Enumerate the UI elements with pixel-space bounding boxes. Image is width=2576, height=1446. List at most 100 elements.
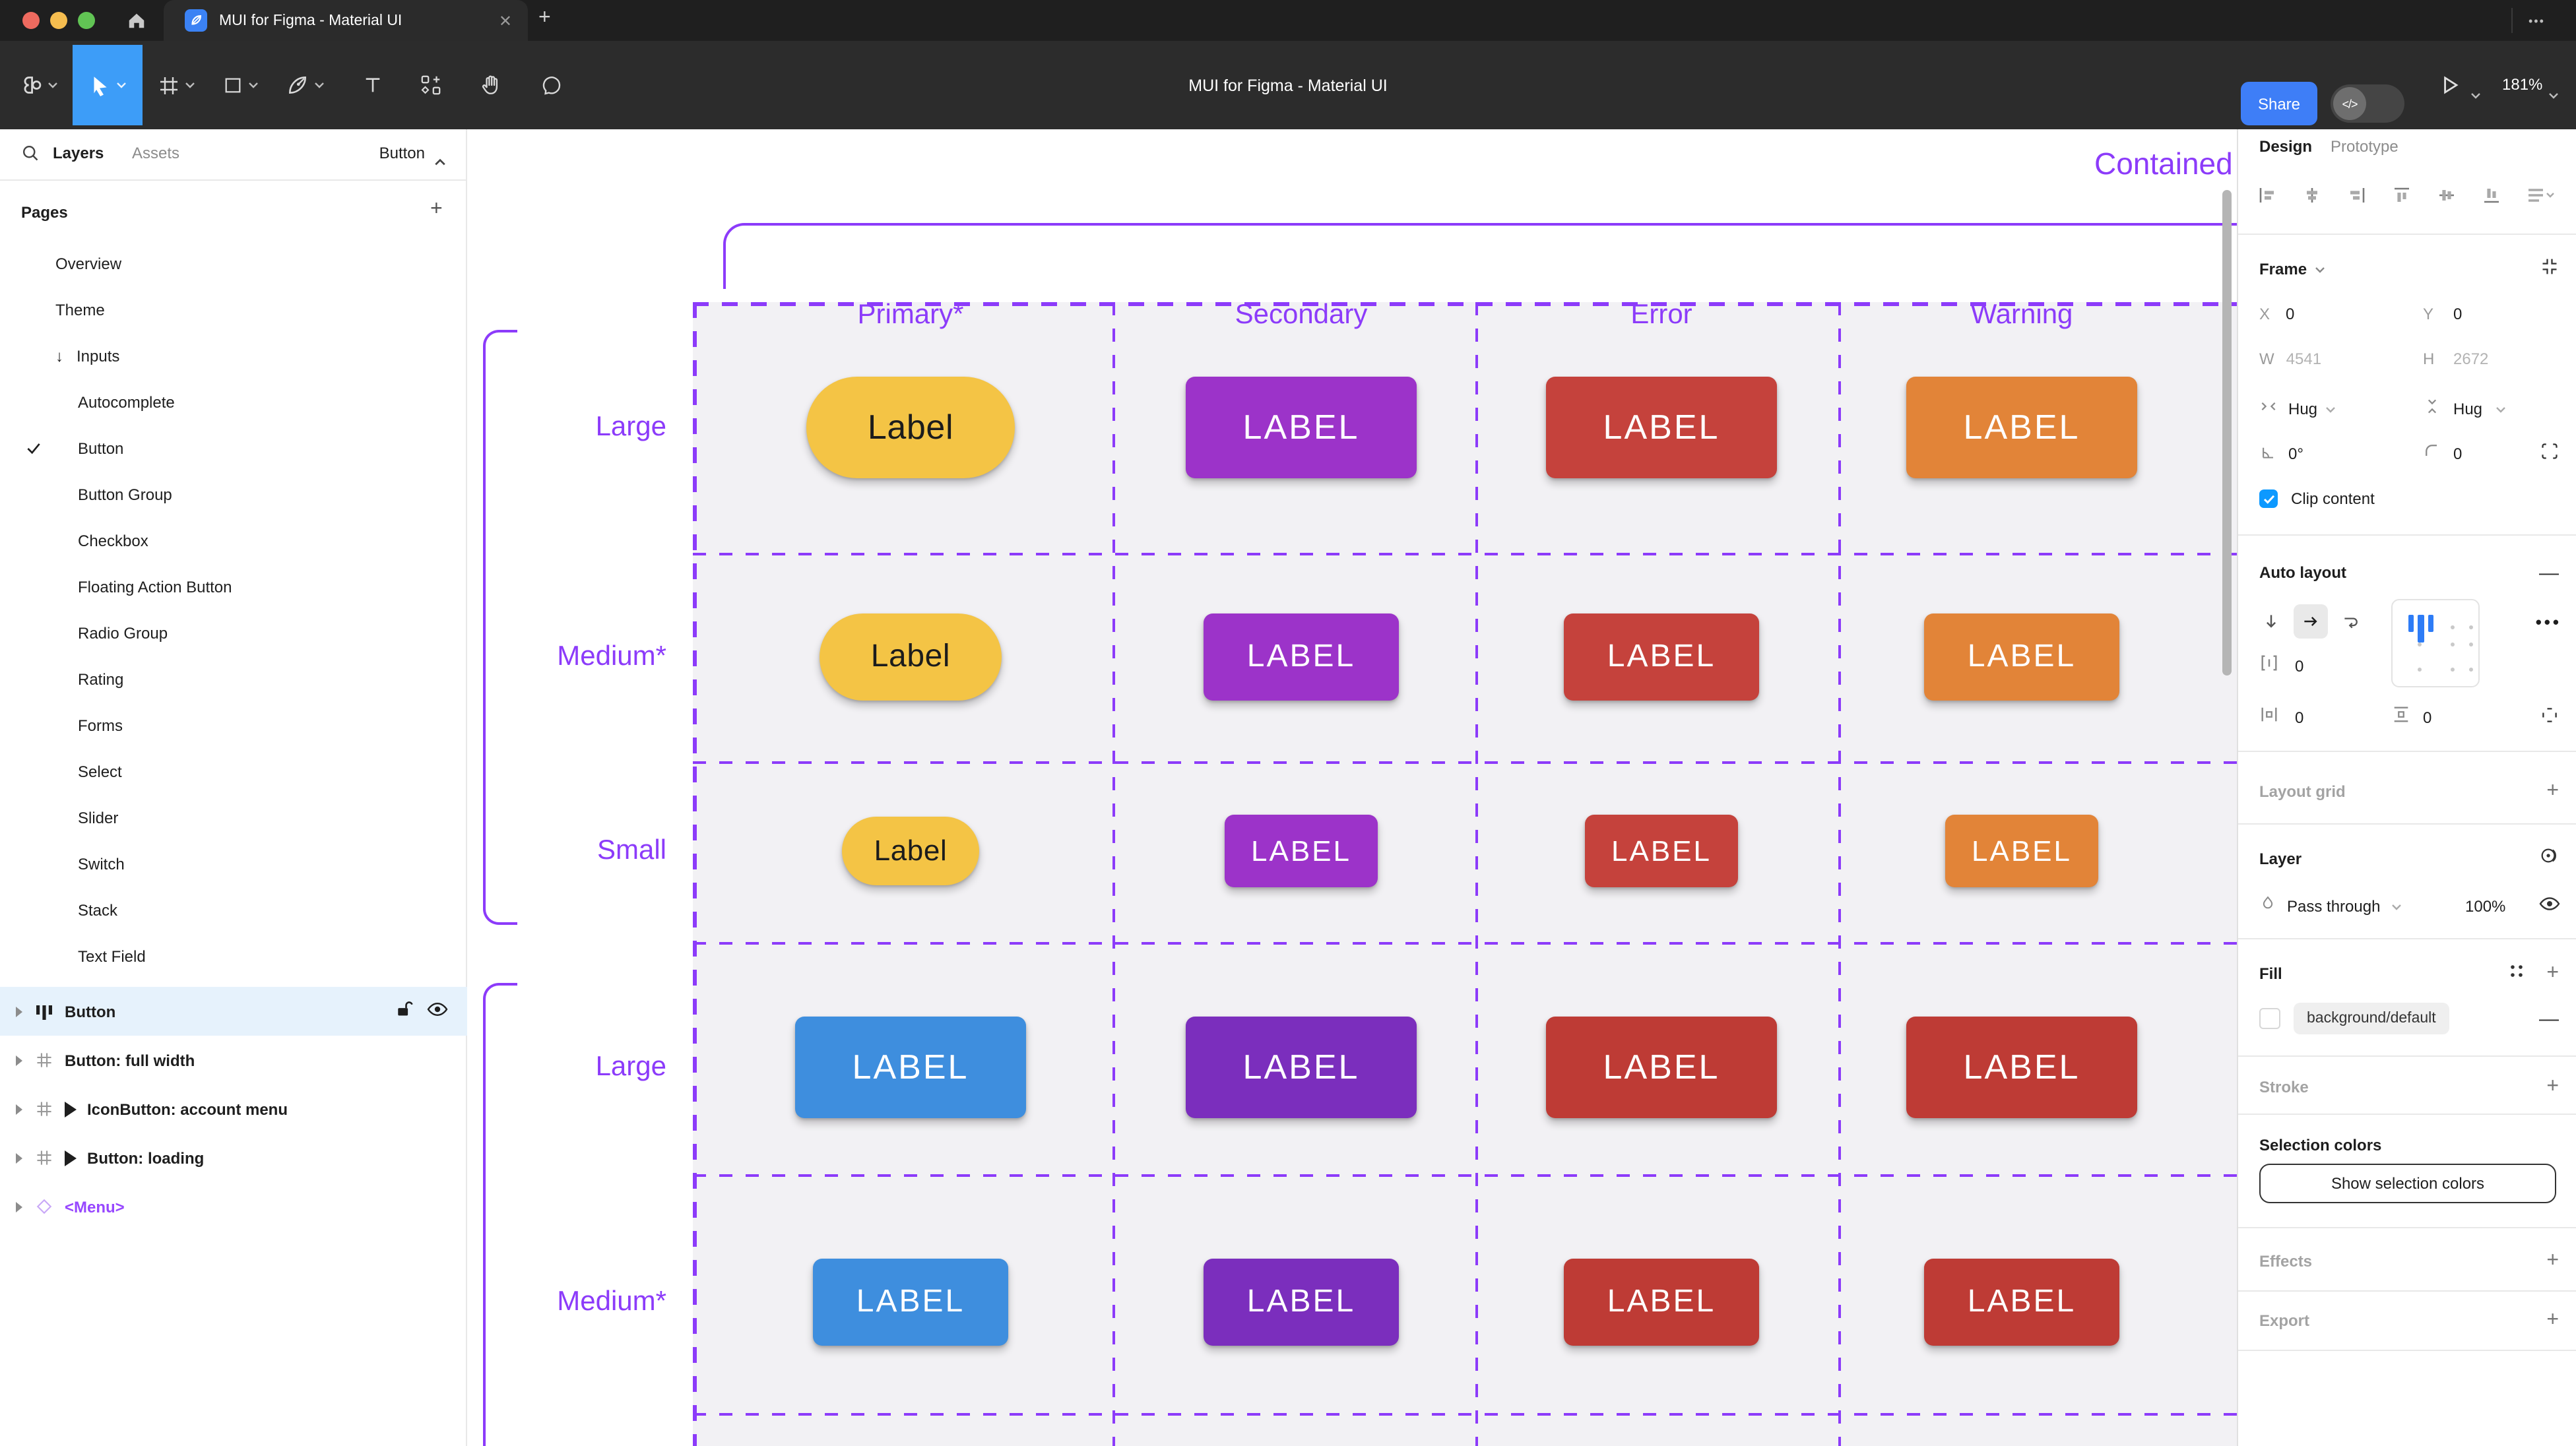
fill-styles-icon[interactable] [2509,962,2525,986]
page-item-forms[interactable]: Forms [0,710,449,741]
eye-icon[interactable] [426,999,449,1023]
page-item-radio-group[interactable]: Radio Group [0,617,449,649]
canvas-button-r4c3[interactable]: LABEL [1546,1017,1777,1118]
window-close-button[interactable] [22,12,40,29]
canvas-button-r3c3[interactable]: LABEL [1585,815,1738,887]
align-bottom-icon[interactable] [2481,184,2502,212]
add-effect-button[interactable]: + [2546,1249,2559,1272]
search-icon[interactable] [21,144,40,169]
expand-chevron-icon[interactable] [16,1152,22,1163]
canvas-button-r2c4[interactable]: LABEL [1924,613,2119,701]
collapse-arrow-icon[interactable]: ↓ [55,347,63,365]
layer-row-iconbutton-account-menu[interactable]: IconButton: account menu [0,1084,467,1133]
canvas-button-r1c2[interactable]: LABEL [1186,377,1417,478]
present-chevron-icon[interactable] [2470,82,2481,106]
text-tool-button[interactable] [348,41,396,129]
rotation-value[interactable]: 0° [2288,445,2303,463]
gap-value[interactable]: 0 [2295,657,2304,676]
layer-row-menu[interactable]: <Menu> [0,1182,467,1231]
opacity-value[interactable]: 100% [2465,897,2506,916]
layer-row-button[interactable]: Button [0,987,467,1036]
tab-assets[interactable]: Assets [132,144,180,162]
y-value[interactable]: 0 [2453,305,2463,323]
alignment-grid[interactable] [2391,599,2480,687]
h-value[interactable]: 2672 [2453,350,2489,368]
pen-tool-button[interactable] [274,41,335,129]
layer-row-button-full-width[interactable]: Button: full width [0,1036,467,1084]
page-item-select[interactable]: Select [0,756,449,788]
layout-wrap-icon[interactable] [2333,604,2367,639]
remove-auto-layout-button[interactable]: — [2539,561,2559,584]
page-item-inputs[interactable]: ↓Inputs [0,340,449,372]
resources-tool-button[interactable] [404,41,457,129]
fill-color-swatch[interactable] [2259,1008,2280,1029]
shape-tool-button[interactable] [211,41,269,129]
canvas-button-r2c2[interactable]: LABEL [1204,613,1399,701]
layer-row-button-loading[interactable]: Button: loading [0,1133,467,1182]
titlebar-more-icon[interactable]: ••• [2528,15,2545,28]
align-left-icon[interactable] [2257,184,2278,212]
canvas-button-r3c2[interactable]: LABEL [1225,815,1378,887]
independent-padding-icon[interactable] [2540,705,2559,730]
canvas-button-r4c4[interactable]: LABEL [1906,1017,2137,1118]
canvas-button-r1c1[interactable]: Label [806,377,1015,478]
add-layout-grid-button[interactable]: + [2546,780,2559,802]
page-item-overview[interactable]: Overview [0,248,449,280]
lock-open-icon[interactable] [395,998,413,1024]
fill-style-token[interactable]: background/default [2294,1003,2449,1034]
canvas-button-r3c1[interactable]: Label [842,817,979,885]
align-v-center-icon[interactable] [2436,184,2457,212]
vertical-padding-value[interactable]: 0 [2423,708,2432,727]
chevron-up-icon[interactable] [434,149,446,173]
zoom-level[interactable]: 181% [2502,75,2543,94]
tab-layers[interactable]: Layers [53,144,104,162]
tab-prototype[interactable]: Prototype [2331,137,2399,156]
canvas-button-r5c3[interactable]: LABEL [1564,1259,1759,1346]
expand-chevron-icon[interactable] [16,1104,22,1114]
page-item-checkbox[interactable]: Checkbox [0,525,449,557]
canvas-button-r2c3[interactable]: LABEL [1564,613,1759,701]
align-right-icon[interactable] [2346,184,2367,212]
present-icon[interactable] [2439,73,2461,104]
add-export-button[interactable]: + [2546,1309,2559,1331]
align-top-icon[interactable] [2391,184,2412,212]
window-minimize-button[interactable] [50,12,67,29]
comment-tool-button[interactable] [525,41,578,129]
blend-mode-icon[interactable] [2539,846,2559,872]
show-selection-colors-button[interactable]: Show selection colors [2259,1164,2556,1203]
page-item-autocomplete[interactable]: Autocomplete [0,387,449,418]
page-item-stack[interactable]: Stack [0,895,449,926]
layer-visibility-eye-icon[interactable] [2539,895,2560,918]
x-value[interactable]: 0 [2286,305,2295,323]
clip-content-checkbox[interactable] [2259,489,2278,508]
add-stroke-button[interactable]: + [2546,1075,2559,1098]
share-button[interactable]: Share [2241,82,2317,125]
tidy-up-icon[interactable] [2526,184,2555,212]
dev-mode-toggle[interactable]: </> [2331,84,2404,123]
tab-design[interactable]: Design [2259,137,2313,156]
page-item-text-field[interactable]: Text Field [0,941,449,972]
canvas-button-r5c4[interactable]: LABEL [1924,1259,2119,1346]
canvas-button-r1c4[interactable]: LABEL [1906,377,2137,478]
canvas-button-r5c1[interactable]: LABEL [813,1259,1008,1346]
corner-radius-value[interactable]: 0 [2453,445,2463,463]
horizontal-padding-value[interactable]: 0 [2295,708,2304,727]
layer-filter-label[interactable]: Button [379,144,425,162]
auto-layout-more-icon[interactable]: ••• [2535,612,2561,631]
move-tool-button[interactable] [73,45,143,125]
window-zoom-button[interactable] [78,12,95,29]
figma-menu-button[interactable] [11,41,69,129]
add-fill-button[interactable]: + [2546,962,2559,984]
align-h-center-icon[interactable] [2302,184,2323,212]
hug-h-value[interactable]: Hug [2288,400,2318,418]
expand-chevron-icon[interactable] [16,1055,22,1065]
add-page-button[interactable]: + [430,198,443,220]
expand-chevron-icon[interactable] [16,1006,22,1017]
new-tab-button[interactable]: + [538,7,551,29]
canvas-button-r2c1[interactable]: Label [820,613,1002,701]
page-item-switch[interactable]: Switch [0,848,449,880]
canvas-button-r3c4[interactable]: LABEL [1945,815,2098,887]
remove-fill-button[interactable]: — [2539,1007,2559,1030]
layout-vertical-icon[interactable] [2254,604,2288,639]
